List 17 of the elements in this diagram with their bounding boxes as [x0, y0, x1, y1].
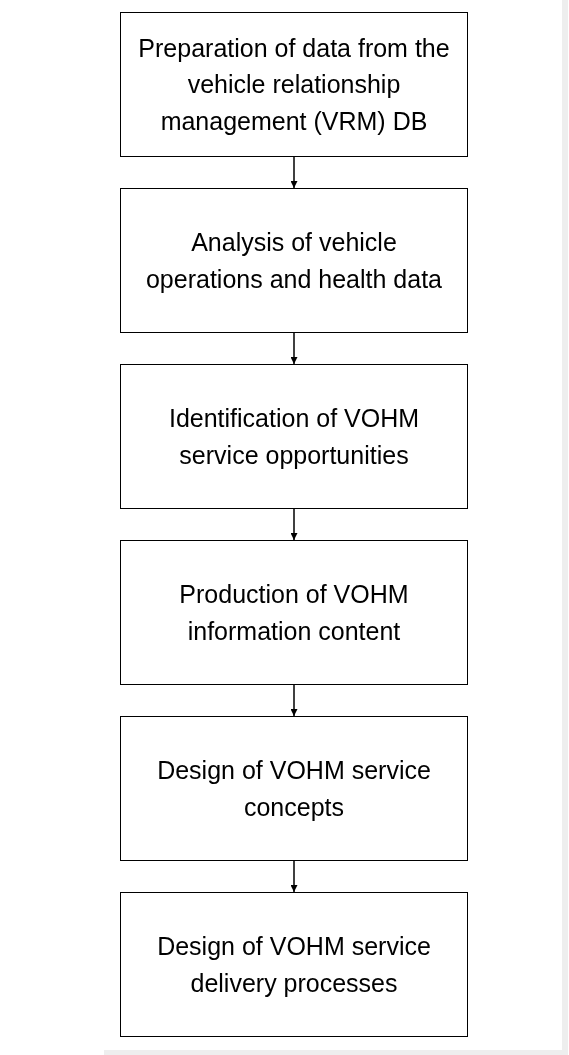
step-text: Design of VOHM service concepts	[156, 755, 432, 823]
step-text: Design of VOHM service delivery processes	[156, 931, 432, 999]
step-text: Analysis of vehicle operations and health data	[144, 227, 444, 295]
arrow	[290, 860, 298, 893]
process-box	[120, 364, 468, 509]
process-box	[120, 188, 468, 333]
arrow	[290, 156, 298, 189]
step-text: Preparation of data from the vehicle relationship management (VRM) DB	[137, 33, 451, 137]
arrow	[290, 508, 298, 541]
process-box	[120, 12, 468, 157]
process-box	[120, 716, 468, 861]
arrow	[290, 332, 298, 365]
process-box	[120, 892, 468, 1037]
arrow	[290, 684, 298, 717]
step-text: Production of VOHM information content	[178, 579, 410, 647]
step-text: Identification of VOHM service opportunities	[167, 403, 421, 471]
process-box	[120, 540, 468, 685]
